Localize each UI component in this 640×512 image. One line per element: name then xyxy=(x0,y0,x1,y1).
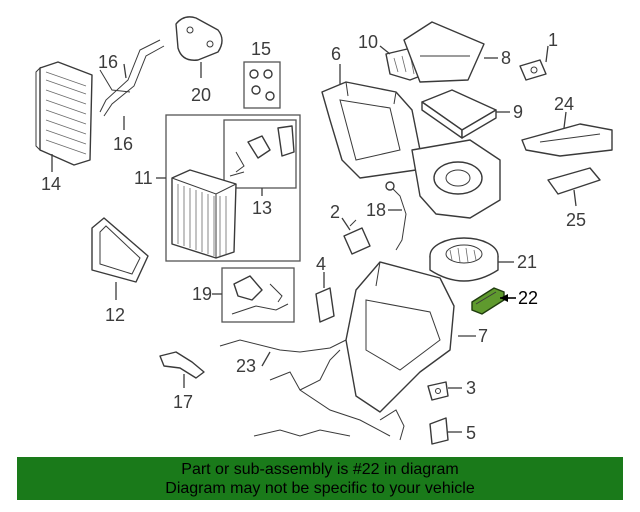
leader-23 xyxy=(261,351,271,367)
part-4-bracket xyxy=(315,287,335,323)
group-box-11 xyxy=(165,114,301,262)
part-20-seal xyxy=(175,16,223,61)
callout-12: 12 xyxy=(105,305,125,325)
banner-line-1: Part or sub-assembly is #22 in diagram xyxy=(181,461,459,478)
part-25-duct xyxy=(547,167,601,195)
callout-19: 19 xyxy=(192,284,212,304)
callout-4: 4 xyxy=(316,254,326,274)
part-12-gasket xyxy=(91,217,149,283)
part-23-wiring-harness xyxy=(219,339,405,441)
callout-6: 6 xyxy=(331,44,341,64)
group-box-15 xyxy=(243,61,281,109)
callout-21: 21 xyxy=(517,252,537,272)
leader-24 xyxy=(563,111,567,129)
callout-25: 25 xyxy=(566,210,586,230)
part-7-hvac-case-lower xyxy=(345,261,455,413)
callout-15: 15 xyxy=(251,39,271,59)
info-banner: Part or sub-assembly is #22 in diagram D… xyxy=(17,457,623,500)
callout-23: 23 xyxy=(236,356,256,376)
group-box-19 xyxy=(221,267,295,323)
part-1-actuator xyxy=(519,59,547,81)
part-21-blower-motor xyxy=(429,237,499,282)
part-8-cover xyxy=(403,21,485,83)
part-17-bracket xyxy=(159,351,205,379)
callout-13: 13 xyxy=(252,198,272,218)
part-24-duct xyxy=(521,123,613,157)
part-16-heater-tubes xyxy=(99,39,165,117)
part-2-actuator xyxy=(343,219,371,255)
part-22-blower-resistor-highlight xyxy=(471,287,505,315)
callout-22: 22 xyxy=(518,288,538,308)
banner-line-2: Diagram may not be specific to your vehi… xyxy=(165,480,475,497)
leader-10 xyxy=(379,45,391,55)
callout-2: 2 xyxy=(330,202,340,222)
callout-16b: 16 xyxy=(113,134,133,154)
part-blower-housing xyxy=(411,139,501,219)
callout-3: 3 xyxy=(466,378,476,398)
part-13-expansion-valve xyxy=(229,125,295,177)
part-18-sensor-wire xyxy=(385,181,407,251)
leader-25 xyxy=(573,189,577,207)
part-19-sensor xyxy=(231,275,289,315)
callout-16a: 16 xyxy=(98,52,118,72)
callout-11: 11 xyxy=(134,168,153,188)
leader-1 xyxy=(545,45,549,63)
callout-24: 24 xyxy=(554,94,574,114)
callout-17: 17 xyxy=(173,392,193,412)
part-9-cabin-filter xyxy=(421,89,497,139)
leader-16a xyxy=(123,63,127,79)
part-6-hvac-case-upper xyxy=(321,81,421,179)
callout-7: 7 xyxy=(478,326,488,346)
part-15-grommets xyxy=(249,69,275,101)
callout-10: 10 xyxy=(358,32,378,52)
callout-1: 1 xyxy=(548,30,558,50)
callout-9: 9 xyxy=(513,102,523,122)
callout-18: 18 xyxy=(366,200,386,220)
group-box-13 xyxy=(223,119,297,189)
leader-22-arrowhead xyxy=(500,294,508,302)
part-3-bracket xyxy=(427,381,449,401)
part-5-bracket xyxy=(429,417,449,445)
part-14-heater-core xyxy=(35,61,93,166)
leader-2 xyxy=(341,217,351,231)
part-11-evaporator xyxy=(171,169,237,259)
callout-20: 20 xyxy=(191,85,211,105)
callout-14: 14 xyxy=(41,174,61,194)
parts-diagram: 14 16 16 20 15 11 13 xyxy=(35,16,613,445)
callout-8: 8 xyxy=(501,48,511,68)
callout-5: 5 xyxy=(466,423,476,443)
